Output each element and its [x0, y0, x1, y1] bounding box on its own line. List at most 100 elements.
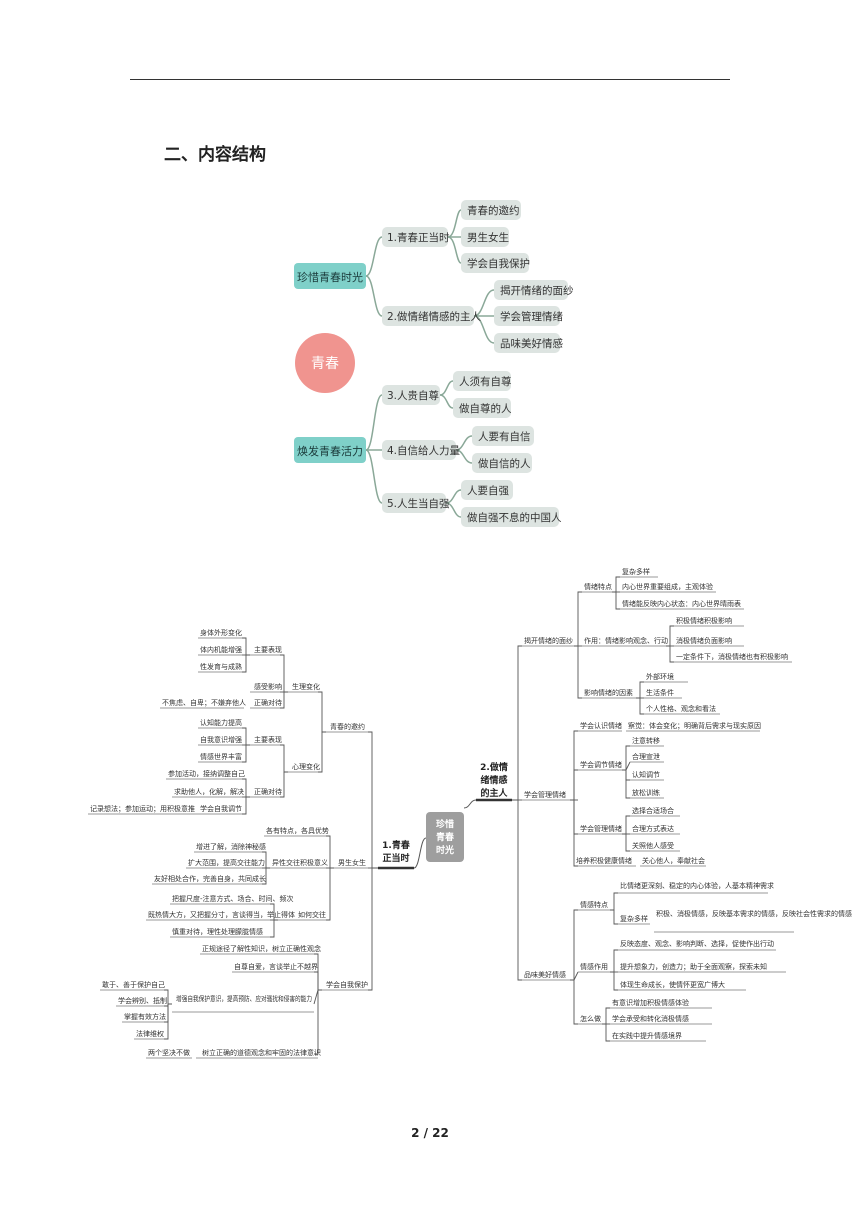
node-label: 揭开情绪的面纱 — [524, 636, 573, 645]
node-label: 揭开情绪的面纱 — [500, 284, 574, 297]
node-label: 消极情绪负面影响 — [676, 636, 732, 645]
node-label: 男生女生 — [467, 231, 509, 244]
node-label: 自我意识增强 — [200, 735, 242, 744]
node-label: 既热情大方，又把握分寸，言谈得当，举止得体 — [148, 910, 295, 919]
node-label: 合理方式表达 — [632, 824, 674, 833]
node-label: 生理变化 — [292, 682, 320, 691]
node-label: 做自强不息的中国人 — [467, 511, 562, 524]
node-label: 体内机能增强 — [200, 645, 242, 654]
mindmap-overview: 青春 珍惜青春时光 焕发青春活力 1.青春正当时 2.做情绪情感的主人 3.人贵… — [294, 200, 574, 527]
node-label: 青春的邀约 — [330, 722, 365, 731]
node-label: 在实践中提升情感境界 — [612, 1031, 682, 1040]
node-label: 人要有自信 — [478, 430, 531, 443]
node-label: 记录想法；参加运动；用积极意推 — [90, 804, 195, 813]
node-label: 复杂多样 — [622, 567, 650, 576]
node-label: 5.人生当自强 — [387, 497, 450, 510]
node-label: 异性交往积极意义 — [272, 858, 328, 867]
node-label: 情绪特点 — [584, 582, 612, 591]
node-label: 察觉：体会变化；明确背后需求与现实原因 — [628, 721, 761, 730]
node-label: 怎么做 — [580, 1014, 601, 1023]
node-label: 1.青春 — [382, 839, 411, 851]
node-label: 学会自我调节 — [200, 804, 242, 813]
node-label: 学会管理情绪 — [580, 824, 622, 833]
node-label: 学会管理情绪 — [524, 790, 566, 799]
node-label: 学会管理情绪 — [500, 310, 563, 323]
node-label: 认知能力提高 — [200, 718, 242, 727]
node-label: 性发育与成熟 — [200, 662, 242, 671]
node-label: 学会自我保护 — [467, 257, 530, 270]
node-label: 积极、消极情感，反映基本需求的情感，反映社会性需求的情感 — [656, 909, 852, 918]
node-label: 3.人贵自尊 — [387, 389, 439, 402]
node-label: 2.做情 — [480, 761, 508, 773]
node-label: 增进了解，消除神秘感 — [196, 842, 266, 851]
node-label: 影响情绪的因素 — [584, 688, 633, 697]
node-label: 认知调节 — [632, 770, 660, 779]
node-label: 品味美好情感 — [524, 970, 566, 979]
left-main-label: 1.青春 正当时 — [382, 839, 411, 864]
node-label: 注意转移 — [632, 736, 660, 745]
node-label: 绪情感 — [480, 774, 507, 786]
node-label: 关心他人，奉献社会 — [642, 856, 705, 865]
node-label: 学会自我保护 — [326, 980, 368, 989]
node-label: 提升想象力，创造力；助于全面观察，探索未知 — [620, 962, 767, 971]
node-label: 2.做情绪情感的主人 — [387, 310, 482, 323]
map2-left-labels: 青春的邀约 生理变化 主要表现 身体外形变化 体内机能增强 性发育与成熟 感受影… — [90, 628, 368, 1057]
map1-subnodes: 1.青春正当时 2.做情绪情感的主人 3.人贵自尊 4.自信给人力量 5.人生当… — [382, 227, 482, 513]
node-label: 主要表现 — [254, 735, 282, 744]
node-label: 两个坚决不做 — [148, 1048, 190, 1057]
node-label: 学会认识情绪 — [580, 721, 622, 730]
node-label: 4.自信给人力量 — [387, 444, 461, 457]
node-label: 反映态度、观念、影响判断、选择，促使作出行动 — [620, 939, 774, 948]
node-label: 不焦虑、自卑；不嫌弃他人 — [162, 698, 246, 707]
node-label: 学会调节情绪 — [580, 760, 622, 769]
node-label: 做自尊的人 — [459, 402, 512, 415]
node-label: 扩大范围，提高交往能力 — [188, 858, 265, 867]
node-label: 的主人 — [480, 787, 508, 799]
node-label: 体现生命成长，使情怀更宽广博大 — [620, 980, 725, 989]
node-label: 自尊自爱，言谈举止不越界 — [234, 962, 318, 971]
node-label: 男生女生 — [338, 858, 366, 867]
node-label: 青春的邀约 — [467, 204, 520, 217]
page-number: 2 / 22 — [411, 1126, 449, 1140]
node-label: 珍惜 — [436, 818, 454, 830]
node-label: 正确对待 — [254, 698, 282, 707]
node-label: 人要自强 — [467, 484, 509, 497]
node-label: 慎重对待，理性处理朦胧情感 — [172, 927, 263, 936]
node-label: 如何交往 — [298, 910, 326, 919]
node-vitality — [294, 437, 366, 463]
node-label: 1.青春正当时 — [387, 231, 450, 244]
node-label: 身体外形变化 — [200, 628, 242, 637]
node-label: 培养积极健康情绪 — [576, 856, 632, 865]
node-label: 青春 — [436, 831, 455, 843]
map1-leaves: 青春的邀约 男生女生 学会自我保护 揭开情绪的面纱 学会管理情绪 品味美好情感 … — [453, 200, 574, 527]
map1-connectors — [365, 209, 495, 518]
right-main-label: 2.做情 绪情感 的主人 — [480, 761, 508, 799]
node-label: 心理变化 — [292, 762, 320, 771]
node-label: 比情绪更深刻、稳定的内心体验，人基本精神需求 — [620, 881, 774, 890]
node-label: 个人性格、观念和看法 — [646, 704, 716, 713]
node-vitality-label: 焕发青春活力 — [297, 444, 363, 458]
node-label: 正当时 — [382, 852, 409, 864]
node-label: 作用：情绪影响观念、行动 — [584, 636, 668, 645]
center-node-circle — [295, 333, 355, 393]
node-label: 选择合适场合 — [632, 806, 674, 815]
node-label: 时光 — [436, 844, 454, 856]
section-title: 二、内容结构 — [164, 145, 266, 165]
node-label: 感受影响 — [254, 682, 282, 691]
node-label: 求助他人，化解，解决 — [174, 787, 244, 796]
node-label: 掌握有效方法 — [124, 1012, 166, 1021]
node-label: 情感特点 — [580, 900, 608, 909]
map2-connectors — [164, 576, 674, 1055]
node-label: 人须有自尊 — [459, 375, 512, 388]
node-label: 有意识增加积极情感体验 — [612, 998, 689, 1007]
node-label: 正规途径了解性知识，树立正确性观念 — [202, 944, 321, 953]
node-label: 生活条件 — [646, 688, 674, 697]
header-rule — [130, 79, 730, 80]
node-label: 友好相处合作，完善自身，共同成长 — [154, 874, 266, 883]
node-label: 做自信的人 — [478, 457, 531, 470]
node-label: 情感作用 — [580, 962, 608, 971]
node-label: 关照他人感受 — [632, 841, 674, 850]
node-label: 情绪能反映内心状态：内心世界晴雨表 — [622, 599, 741, 608]
map2-right-labels: 揭开情绪的面纱 情绪特点 复杂多样 内心世界重要组成，主观体验 情绪能反映内心状… — [524, 567, 852, 1040]
node-label: 外部环境 — [646, 672, 674, 681]
